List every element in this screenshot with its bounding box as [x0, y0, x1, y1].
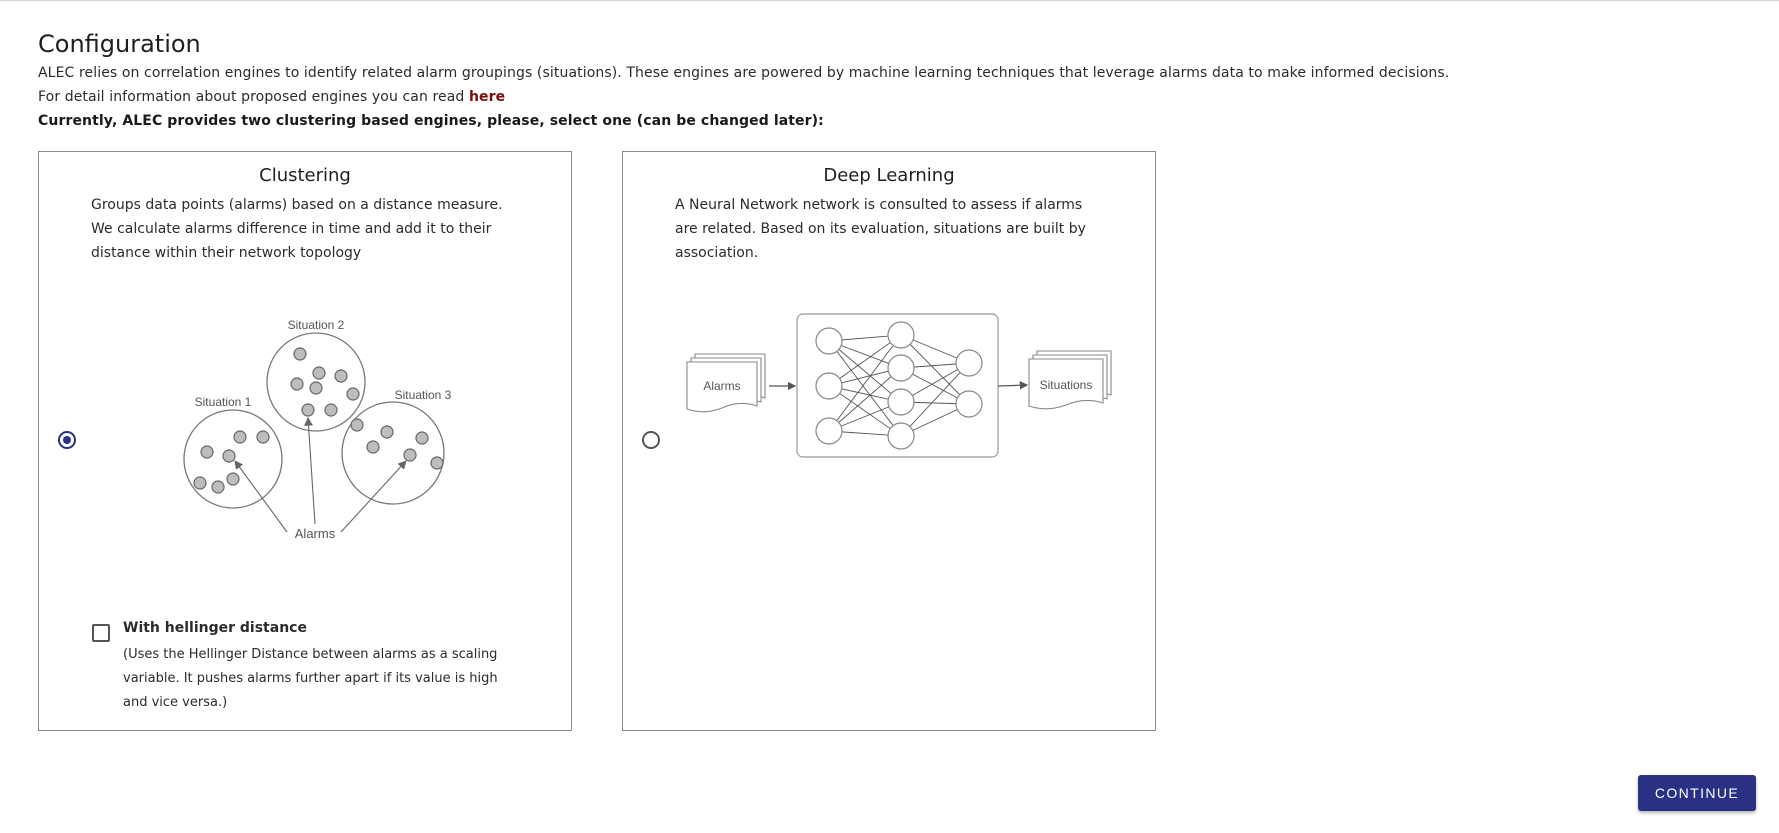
intro-text: ALEC relies on correlation engines to id…: [38, 65, 1450, 81]
clustering-title: Clustering: [259, 165, 351, 186]
situation-3-label: Situation 3: [395, 388, 452, 402]
intro-link-prefix: For detail information about proposed en…: [38, 89, 469, 105]
engines-info-link[interactable]: here: [468, 89, 506, 105]
continue-button[interactable]: CONTINUE: [1638, 775, 1756, 811]
clustering-description: Groups data points (alarms) based on a d…: [91, 197, 503, 261]
clustering-radio[interactable]: [58, 431, 76, 449]
intro-link-line: For detail information about proposed en…: [38, 89, 505, 105]
dl-situations-label: Situations: [1040, 378, 1093, 392]
deep-learning-radio[interactable]: [642, 431, 660, 449]
alarms-label: Alarms: [295, 526, 336, 541]
engine-selection-instructions: Currently, ALEC provides two clustering …: [38, 113, 824, 129]
deep-learning-title: Deep Learning: [823, 165, 955, 186]
hellinger-distance-checkbox[interactable]: [92, 624, 110, 642]
deep-learning-description: A Neural Network network is consulted to…: [675, 197, 1086, 261]
clustering-engine-card[interactable]: Clustering Groups data points (alarms) b…: [38, 151, 572, 731]
deep-learning-engine-card[interactable]: Deep Learning A Neural Network network i…: [622, 151, 1156, 731]
situation-2-label: Situation 2: [288, 318, 345, 332]
situation-1-label: Situation 1: [195, 395, 252, 409]
page-title: Configuration: [38, 30, 201, 58]
hellinger-distance-help: (Uses the Hellinger Distance between ala…: [123, 647, 498, 710]
dl-alarms-label: Alarms: [703, 379, 740, 393]
hellinger-distance-label[interactable]: With hellinger distance: [123, 620, 307, 636]
top-divider: [0, 0, 1779, 1]
